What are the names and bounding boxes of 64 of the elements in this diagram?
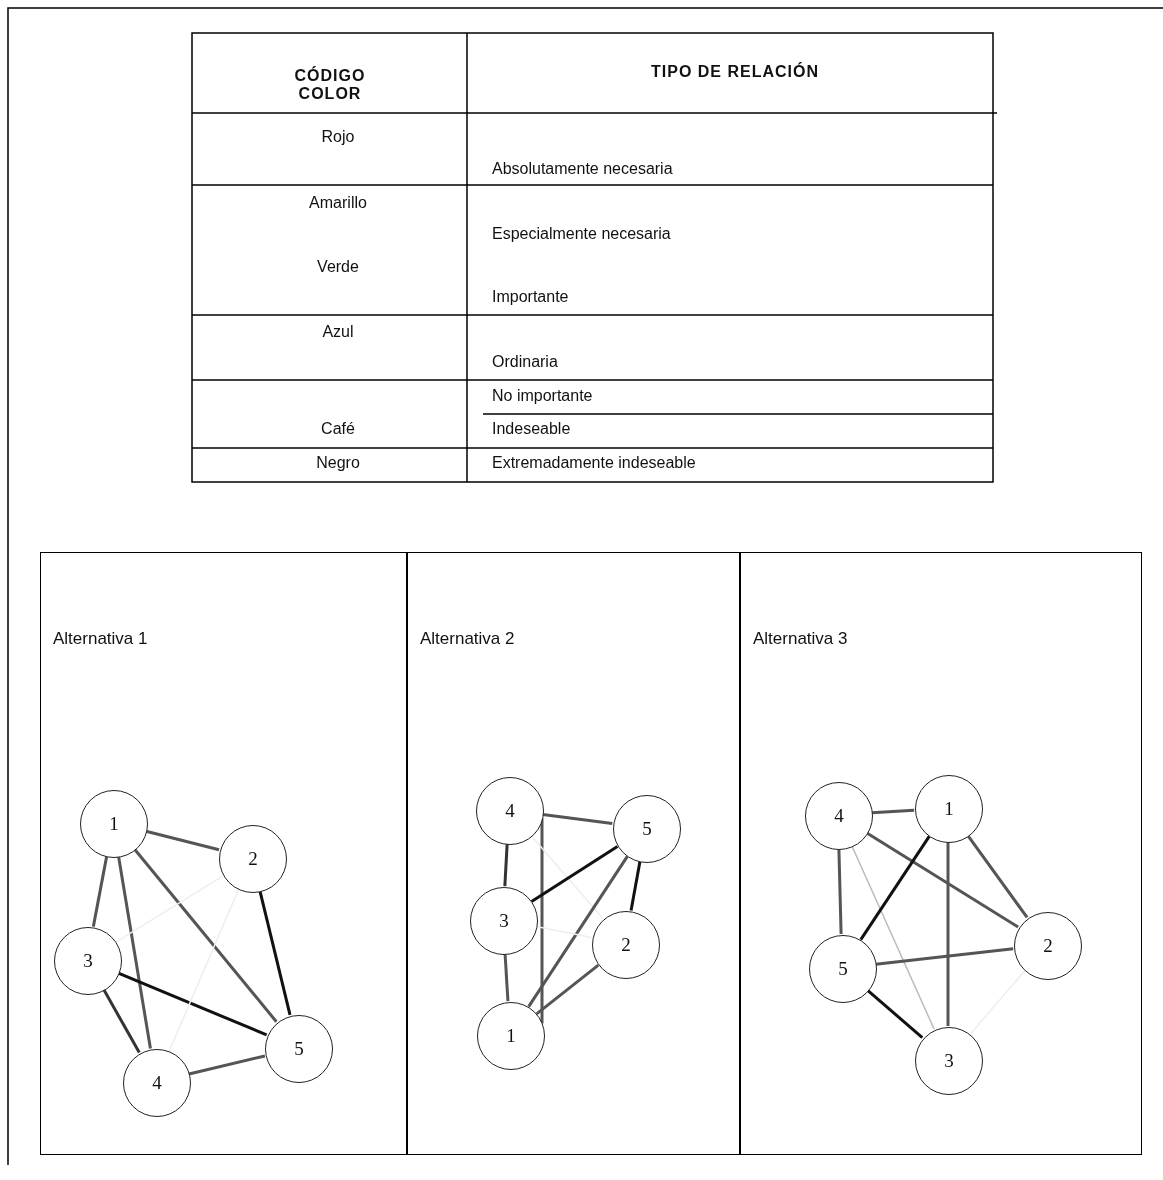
relation-line: [527, 855, 629, 1008]
relation-line: [117, 856, 152, 1049]
table-cell-text: Rojo: [320, 128, 356, 146]
alternative-panel: [740, 552, 1142, 1155]
relation-line: [168, 888, 240, 1052]
relation-line: [188, 1054, 266, 1076]
panel-title: Alternativa 3: [753, 629, 848, 649]
column-header: TIPO DE RELACIÓN: [650, 63, 820, 81]
numbered-circle: 3: [54, 927, 122, 995]
relation-line: [966, 834, 1029, 919]
table-cell-text: Amarillo: [308, 194, 368, 212]
alternative-panel: [40, 552, 407, 1155]
numbered-circle: 1: [915, 775, 983, 843]
relation-line: [837, 848, 843, 935]
table-cell-text: Negro: [315, 454, 361, 472]
relation-line: [871, 808, 915, 815]
table-cell-text: No importante: [492, 387, 593, 405]
numbered-circle: 4: [123, 1049, 191, 1117]
relation-line: [117, 971, 268, 1037]
relation-line: [91, 856, 109, 927]
alternative-panel: [407, 552, 740, 1155]
numbered-circle: 2: [592, 911, 660, 979]
numbered-circle: 2: [1014, 912, 1082, 980]
panel-title: Alternativa 1: [53, 629, 148, 649]
relation-line: [145, 829, 220, 852]
relation-line: [629, 861, 642, 911]
numbered-circle: 5: [809, 935, 877, 1003]
table-cell-text: Café: [320, 420, 356, 438]
relation-line: [969, 970, 1026, 1035]
relation-line: [851, 845, 935, 1030]
panel-title: Alternativa 2: [420, 629, 515, 649]
relation-line: [875, 947, 1014, 966]
relation-line: [866, 989, 924, 1039]
table-cell-text: Extremadamente indeseable: [492, 454, 696, 472]
numbered-circle: 1: [477, 1002, 545, 1070]
relation-line: [866, 831, 1019, 929]
relation-line: [102, 988, 141, 1054]
numbered-circle: 5: [613, 795, 681, 863]
table-cell-text: Especialmente necesaria: [492, 225, 671, 243]
numbered-circle: 3: [470, 887, 538, 955]
numbered-circle: 4: [805, 782, 873, 850]
numbered-circle: 5: [265, 1015, 333, 1083]
table-cell-text: Ordinaria: [492, 353, 558, 371]
relation-line: [503, 953, 510, 1002]
relation-line: [258, 890, 292, 1016]
numbered-circle: 3: [915, 1027, 983, 1095]
relation-line: [530, 834, 604, 920]
relation-line: [503, 843, 509, 887]
table-cell-text: Importante: [492, 288, 569, 306]
table-cell-text: Absolutamente necesaria: [492, 160, 673, 178]
column-header: CÓDIGO COLOR: [293, 67, 367, 103]
relation-line: [133, 848, 278, 1023]
relation-line: [946, 842, 950, 1026]
table-cell-text: Verde: [316, 258, 360, 276]
table-cell-text: Indeseable: [492, 420, 571, 438]
relation-line: [535, 963, 600, 1016]
relation-line: [859, 835, 931, 941]
numbered-circle: 1: [80, 790, 148, 858]
numbered-circle: 2: [219, 825, 287, 893]
relation-line: [542, 812, 613, 826]
relation-line: [115, 875, 224, 943]
table-cell-text: Azul: [321, 323, 355, 341]
relation-line: [530, 845, 619, 903]
numbered-circle: 4: [476, 777, 544, 845]
